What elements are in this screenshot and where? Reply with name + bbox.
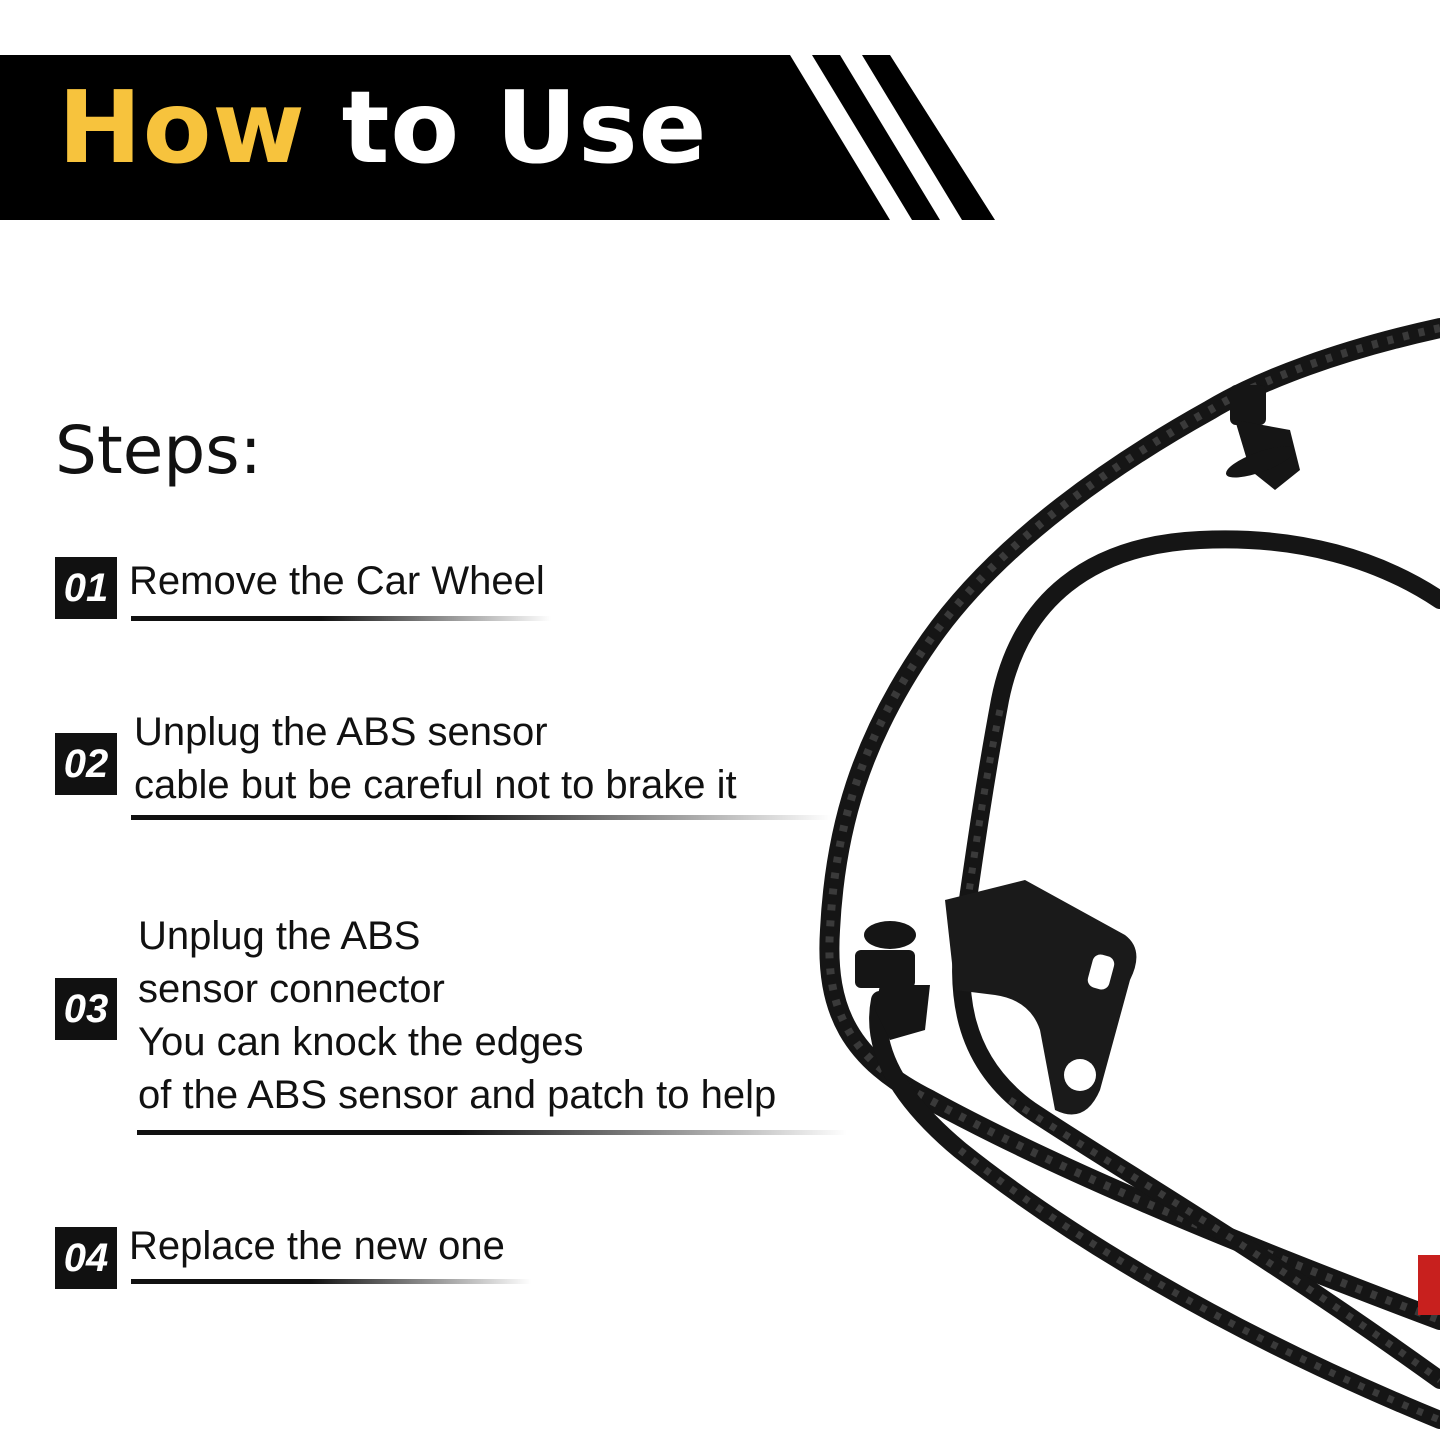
step-number-badge: 02: [55, 733, 117, 795]
page-title: How to Use: [58, 78, 707, 178]
step-line: Replace the new one: [129, 1224, 505, 1268]
step-divider: [131, 815, 831, 820]
step-divider: [137, 1130, 847, 1135]
step-number-badge: 01: [55, 557, 117, 619]
step-text: Unplug the ABS sensor connector You can …: [138, 910, 776, 1122]
step-line: of the ABS sensor and patch to help: [138, 1073, 777, 1117]
step-line: sensor connector: [138, 967, 445, 1011]
step-text: Replace the new one: [129, 1220, 505, 1273]
steps-heading: Steps:: [55, 412, 262, 489]
banner-background: [0, 55, 995, 220]
step-number-badge: 03: [55, 978, 117, 1040]
step-line: cable but be careful not to brake it: [134, 763, 737, 807]
title-rest: to Use: [305, 69, 708, 186]
step-text: Unplug the ABS sensor cable but be caref…: [134, 706, 737, 812]
step-number-badge: 04: [55, 1227, 117, 1289]
title-banner: [0, 55, 1000, 220]
step-line: Remove the Car Wheel: [129, 559, 545, 603]
step-divider: [131, 616, 551, 621]
step-line: Unplug the ABS sensor: [134, 710, 548, 754]
step-divider: [131, 1279, 531, 1284]
step-text: Remove the Car Wheel: [129, 555, 545, 608]
step-line: You can knock the edges: [138, 1020, 584, 1064]
step-line: Unplug the ABS: [138, 914, 421, 958]
title-accent-word: How: [58, 69, 306, 186]
